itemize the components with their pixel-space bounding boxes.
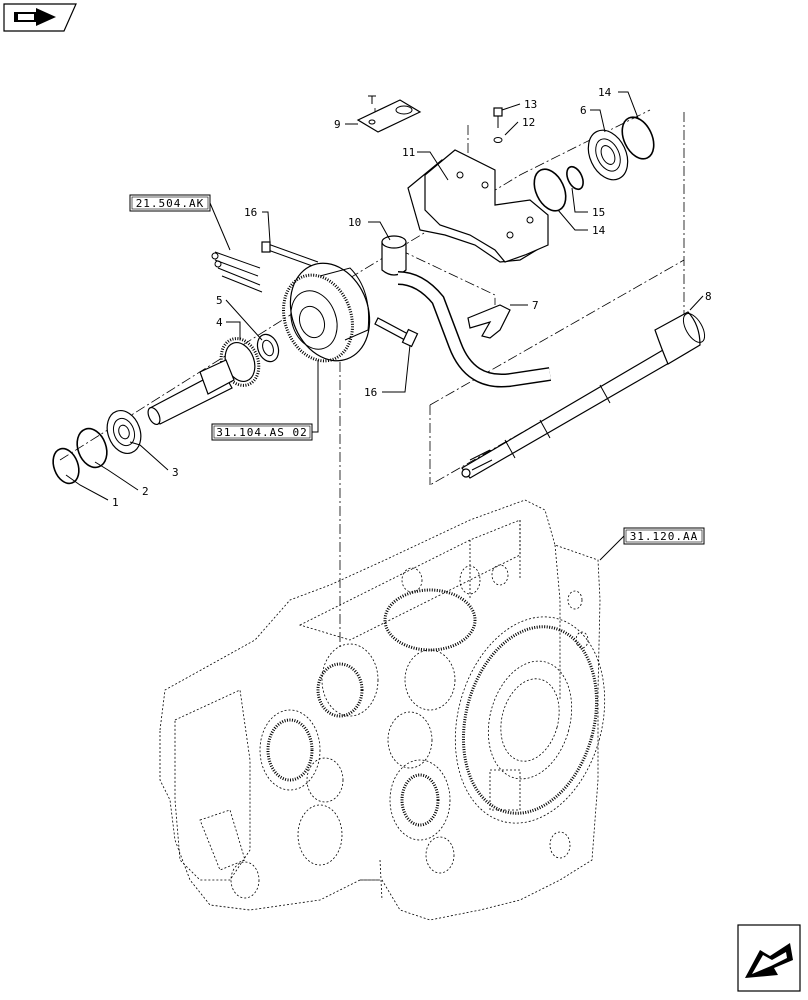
ref-21504AK-label: 21.504.AK bbox=[136, 197, 205, 210]
callout-10: 10 bbox=[348, 216, 361, 229]
callout-13: 13 bbox=[524, 98, 537, 111]
part-3-bearing bbox=[106, 410, 142, 454]
back-arrow-icon bbox=[14, 8, 56, 26]
part-5-ring bbox=[256, 333, 280, 363]
forward-nav-button[interactable] bbox=[737, 924, 801, 992]
callout-15: 15 bbox=[592, 206, 605, 219]
callout-8: 8 bbox=[705, 290, 712, 303]
forward-arrow-icon bbox=[745, 943, 793, 978]
part-11-cover-plate bbox=[407, 149, 549, 263]
part-10-bushing bbox=[381, 235, 407, 276]
ref-31120AA[interactable]: 31.120.AA bbox=[623, 527, 705, 545]
part-14-snap-ring-a bbox=[621, 116, 655, 160]
callout-6: 6 bbox=[580, 104, 587, 117]
callout-14-a: 14 bbox=[598, 86, 612, 99]
callout-7: 7 bbox=[532, 299, 539, 312]
part-9-plate bbox=[356, 95, 422, 133]
callout-9: 9 bbox=[334, 118, 341, 131]
callout-4: 4 bbox=[216, 316, 223, 329]
callout-14-b: 14 bbox=[592, 224, 606, 237]
back-nav-button[interactable] bbox=[3, 3, 77, 32]
ref-31104AS02-label: 31.104.AS 02 bbox=[216, 426, 307, 439]
callout-16-b: 16 bbox=[364, 386, 377, 399]
part-6-bearing bbox=[587, 129, 629, 181]
part-8-shaft bbox=[461, 311, 706, 479]
part-12-washer bbox=[493, 137, 503, 143]
ref-31104AS02[interactable]: 31.104.AS 02 bbox=[211, 423, 313, 441]
callout-1: 1 bbox=[112, 496, 119, 509]
part-1-snap-ring bbox=[52, 447, 80, 485]
callout-16-a: 16 bbox=[244, 206, 257, 219]
assembly-centerlines bbox=[59, 108, 685, 650]
callout-leaders bbox=[65, 91, 704, 501]
part-13-screw bbox=[493, 107, 503, 128]
transmission-housing bbox=[159, 499, 606, 921]
callouts: 1 2 3 4 5 6 7 8 9 10 11 12 13 14 14 15 1… bbox=[112, 86, 712, 509]
tube-pipe bbox=[397, 271, 552, 388]
part-14-snap-ring-b bbox=[533, 168, 567, 212]
callout-3: 3 bbox=[172, 466, 179, 479]
part-15-snap-ring bbox=[566, 165, 584, 191]
clutch-pack-assembly bbox=[282, 262, 371, 363]
part-4-gear-shaft bbox=[147, 337, 261, 426]
part-16-bolt-upper bbox=[211, 241, 319, 293]
callout-11: 11 bbox=[402, 146, 415, 159]
part-2-snap-ring bbox=[76, 427, 108, 469]
part-16-bolt-lower bbox=[374, 317, 419, 348]
callout-2: 2 bbox=[142, 485, 149, 498]
part-7-bracket bbox=[467, 304, 511, 339]
callout-5: 5 bbox=[216, 294, 223, 307]
ref-31120AA-label: 31.120.AA bbox=[630, 530, 699, 543]
ref-21504AK[interactable]: 21.504.AK bbox=[129, 194, 211, 212]
callout-12: 12 bbox=[522, 116, 535, 129]
